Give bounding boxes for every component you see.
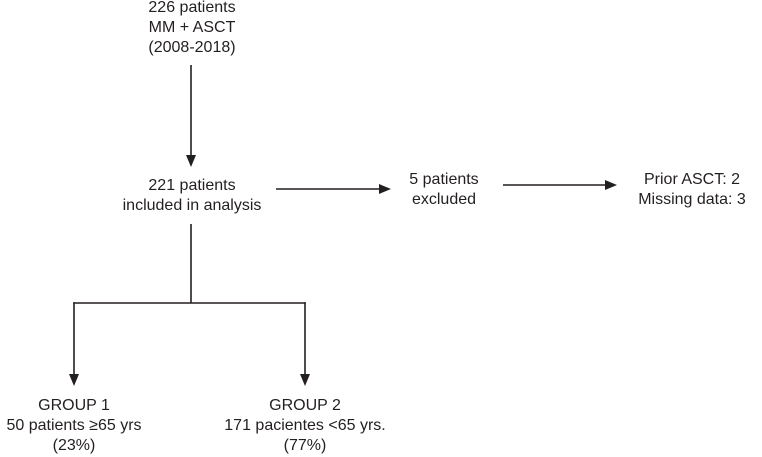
node-start-line-2: MM + ASCT bbox=[148, 19, 236, 36]
node-group-1-line-2: 50 patients ≥65 yrs bbox=[6, 417, 142, 434]
node-start: 226 patients MM + ASCT (2008-2018) bbox=[92, 0, 292, 58]
node-group-2-line-3: (77%) bbox=[283, 437, 327, 454]
arrowhead-down-included bbox=[186, 155, 196, 167]
node-included: 221 patients included in analysis bbox=[92, 176, 292, 216]
node-excluded-line-2: excluded bbox=[411, 191, 477, 208]
node-excluded-line-1: 5 patients bbox=[409, 171, 479, 188]
node-start-line-1: 226 patients bbox=[148, 0, 236, 16]
node-group-1-line-1: GROUP 1 bbox=[38, 397, 110, 414]
arrowhead-down-group-1 bbox=[69, 374, 79, 386]
node-start-line-3: (2008-2018) bbox=[148, 39, 236, 56]
node-group-2-line-2: 171 pacientes <65 yrs. bbox=[224, 417, 386, 434]
node-excluded: 5 patients excluded bbox=[384, 170, 504, 210]
node-group-2-line-1: GROUP 2 bbox=[269, 397, 341, 414]
node-included-line-2: included in analysis bbox=[122, 197, 262, 214]
node-included-line-1: 221 patients bbox=[148, 177, 236, 194]
node-group-1-line-3: (23%) bbox=[52, 437, 96, 454]
node-exclusion-reasons: Prior ASCT: 2 Missing data: 3 bbox=[622, 170, 762, 210]
node-group-2: GROUP 2 171 pacientes <65 yrs. (77%) bbox=[205, 396, 405, 456]
arrowhead-down-group-2 bbox=[300, 374, 310, 386]
node-group-1: GROUP 1 50 patients ≥65 yrs (23%) bbox=[0, 396, 160, 456]
arrowhead-right-excluded bbox=[379, 184, 391, 194]
arrowhead-right-reasons bbox=[605, 180, 617, 190]
node-exclusion-reasons-line-2: Missing data: 3 bbox=[638, 191, 746, 208]
node-exclusion-reasons-line-1: Prior ASCT: 2 bbox=[643, 171, 741, 188]
